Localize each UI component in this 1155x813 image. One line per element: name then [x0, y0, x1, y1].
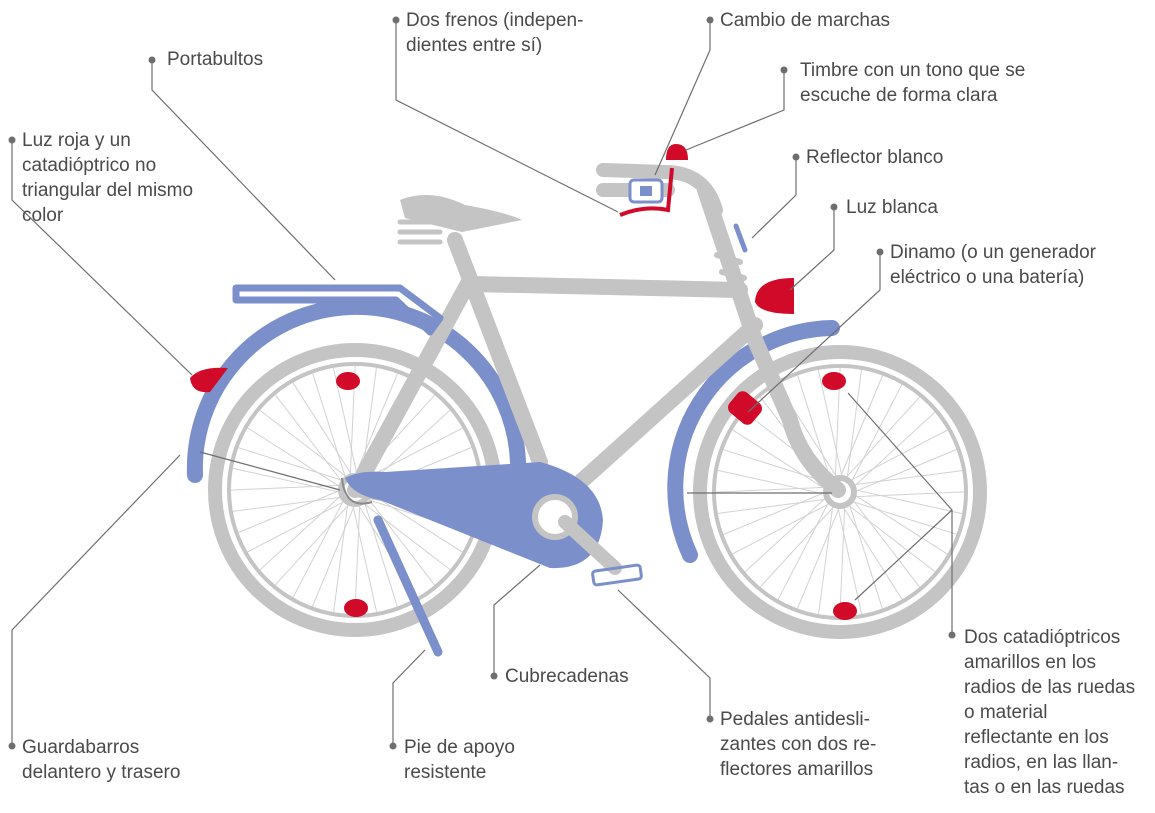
spoke: [744, 496, 828, 573]
front-fender: [667, 320, 840, 563]
spoke: [354, 503, 361, 615]
spoke-reflector-rear-bottom: [344, 599, 368, 617]
spoke: [853, 489, 963, 515]
spoke: [839, 505, 846, 617]
spoke: [247, 427, 342, 488]
bell-icon: [666, 144, 688, 160]
label-kickstand: Pie de apoyo resistente: [404, 737, 515, 783]
spoke: [715, 486, 827, 493]
spoke: [853, 491, 965, 498]
spoke: [837, 505, 863, 615]
spoke: [848, 429, 948, 482]
spoke: [732, 502, 832, 555]
spoke: [274, 502, 351, 586]
spoke: [238, 447, 345, 482]
spoke: [817, 369, 843, 479]
leader-lines: [11, 20, 953, 746]
spoke: [759, 504, 836, 588]
rear-rack: [232, 284, 444, 336]
label-rear-rack: Portabultos: [167, 49, 264, 70]
spoke: [839, 375, 883, 479]
spoke: [717, 469, 827, 495]
label-bell: Timbre con un tono que se escuche de for…: [800, 60, 1026, 106]
label-fenders: Guardabarros delantero y trasero: [22, 737, 181, 783]
spoke: [851, 498, 921, 588]
spoke: [852, 411, 936, 488]
spoke: [723, 449, 830, 484]
dynamo: [728, 391, 762, 425]
spoke: [853, 449, 957, 493]
white-reflector: [733, 223, 748, 253]
spoke: [238, 489, 342, 533]
spoke: [292, 498, 345, 598]
label-dynamo: Dinamo (o un generador eléctrico o una b…: [890, 242, 1096, 288]
spoke: [363, 500, 398, 607]
chain-guard: [345, 462, 603, 569]
spoke: [332, 367, 358, 477]
spoke: [723, 491, 827, 535]
spoke: [366, 496, 436, 586]
rear-fender: [186, 298, 526, 483]
spoke: [363, 427, 463, 480]
spoke: [818, 504, 834, 615]
spoke: [352, 503, 378, 613]
spoke: [232, 496, 343, 512]
leader-dots: [8, 16, 956, 750]
spoke: [852, 470, 963, 486]
spoke: [844, 396, 921, 480]
kickstand: [373, 515, 443, 657]
spoke: [842, 505, 903, 600]
spoke: [274, 394, 344, 484]
label-brakes: Dos frenos (indepen- dientes entre sí): [406, 10, 584, 56]
label-chain-guard: Cubrecadenas: [505, 666, 629, 687]
front-light: [755, 278, 794, 314]
label-gear-shifter: Cambio de marchas: [720, 10, 891, 31]
label-rear-light: Luz roja y un catadióptrico no triangula…: [22, 130, 194, 226]
spoke: [846, 503, 936, 573]
spoke-reflector-rear-top: [336, 372, 360, 390]
spoke: [850, 500, 957, 535]
spoke: [732, 429, 827, 490]
spoke: [848, 502, 883, 609]
spoke: [797, 505, 841, 609]
label-front-light: Luz blanca: [846, 197, 938, 218]
chain: [341, 477, 373, 505]
spoke: [850, 384, 903, 484]
spoke: [259, 494, 343, 571]
gear-shifter-bars-icon: [640, 186, 652, 196]
spoke: [292, 382, 353, 477]
spoke: [361, 501, 451, 571]
label-white-reflector: Reflector blanco: [806, 147, 944, 168]
spoke: [853, 494, 948, 555]
spoke: [259, 409, 349, 479]
crank: [532, 494, 622, 575]
label-spoke-reflectors: Dos catadióptricos amarillos en los radi…: [964, 627, 1136, 798]
spoke: [717, 498, 828, 514]
rear-light: [190, 367, 228, 393]
spoke: [312, 503, 356, 607]
spoke: [797, 375, 832, 482]
spoke-reflector-front-top: [822, 372, 846, 390]
saddle: [397, 195, 522, 245]
spoke: [333, 502, 349, 613]
spoke: [312, 373, 347, 480]
pedal: [591, 563, 643, 587]
spoke-reflector-front-bottom: [833, 602, 857, 620]
spoke: [354, 373, 398, 477]
brake-lever: [619, 167, 674, 217]
spoke: [777, 500, 830, 600]
spoke: [368, 492, 463, 553]
label-pedals: Pedales antidesli- zantes con dos re- fl…: [720, 709, 877, 780]
bicycle-frame: [347, 163, 846, 519]
spoke: [247, 500, 347, 553]
spoke: [846, 369, 862, 480]
spoke: [232, 467, 342, 493]
